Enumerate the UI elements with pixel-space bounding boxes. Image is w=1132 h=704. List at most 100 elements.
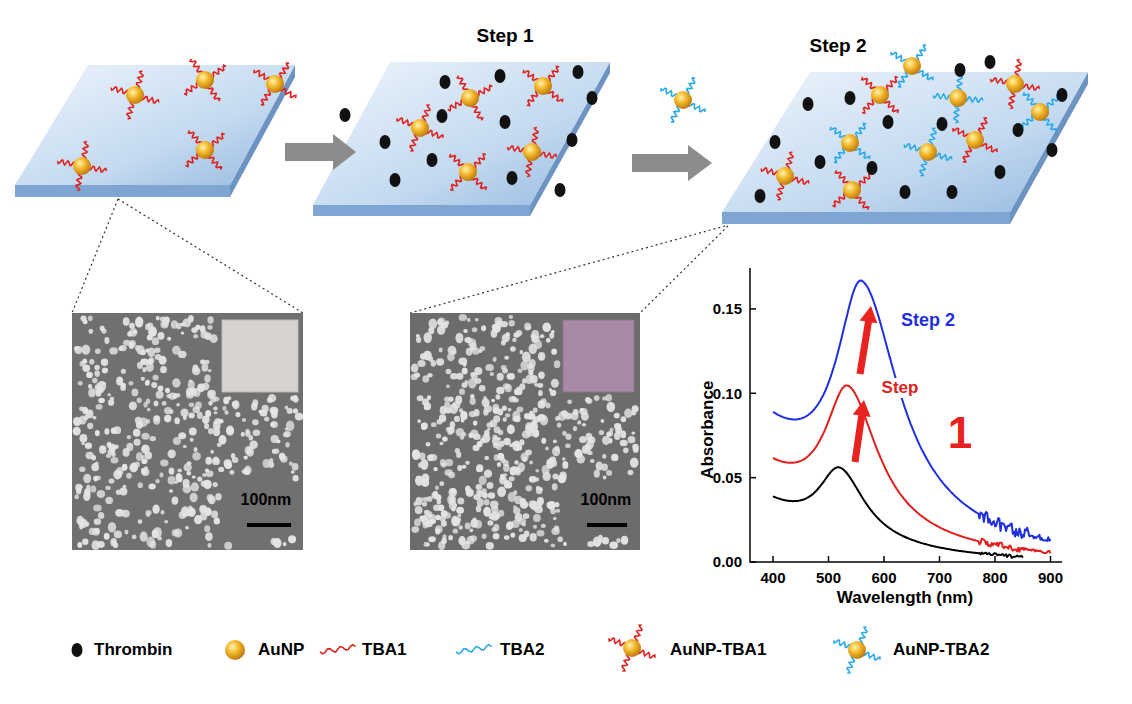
sem-particle (538, 414, 546, 421)
sem-particle (474, 378, 481, 384)
sem-particle (110, 538, 117, 546)
sem-particle (473, 445, 480, 451)
axis-tick (750, 393, 756, 395)
process-arrow (632, 145, 712, 181)
sem-particle (530, 375, 534, 378)
sem-particle (422, 399, 429, 406)
legend-label: AuNP-TBA1 (670, 640, 766, 660)
sem-particle (161, 510, 165, 515)
aptamer-strand (847, 656, 855, 673)
sem-particle (182, 319, 191, 328)
sem-particle (453, 401, 461, 409)
sem-particle (82, 344, 91, 354)
aptamer-strand (450, 176, 463, 190)
sem-particle (482, 534, 487, 539)
sem-particle (105, 497, 113, 504)
sem-particle (481, 325, 486, 331)
sem-particle (448, 346, 457, 355)
sem-particle (85, 522, 89, 527)
sem-particle (270, 407, 279, 414)
aptamer-strand (1022, 84, 1040, 90)
sem-particle (165, 388, 170, 394)
sem-particle (155, 479, 159, 483)
aptamer-strand (1043, 118, 1056, 132)
sem-particle (208, 428, 214, 434)
sem-particle (507, 425, 515, 435)
sem-particle (129, 381, 134, 385)
sem-particle (444, 397, 450, 402)
thrombin (437, 109, 448, 123)
sem-particle (137, 397, 142, 403)
sem-particle (470, 398, 476, 405)
aptamer-strand (320, 645, 356, 654)
sem-particle (295, 413, 303, 421)
sem-particle (439, 442, 443, 445)
photo-inset (563, 320, 634, 392)
sem-particle (156, 316, 160, 321)
zoom-line (640, 226, 728, 313)
thrombin (803, 97, 814, 111)
sem-particle (152, 337, 159, 345)
sem-particle (430, 514, 436, 520)
sem-particle (171, 320, 178, 329)
aptamer-strand (450, 154, 464, 167)
thrombin (567, 133, 578, 147)
legend-icons (72, 625, 881, 673)
sem-particle (168, 476, 176, 484)
sem-particle (123, 317, 130, 326)
sem-particle (526, 485, 533, 491)
sem-particle (414, 372, 420, 377)
thrombin (937, 117, 948, 131)
sem-particle (475, 318, 479, 322)
substrate-slabs (15, 62, 1088, 224)
sem-particle (280, 455, 287, 462)
slab-front (15, 185, 230, 197)
sem-particle (199, 505, 207, 514)
sem-particle (179, 511, 186, 519)
aptamer-strand (916, 45, 926, 60)
sem-particle (268, 394, 276, 402)
gold-nanoparticle (776, 167, 794, 185)
sem-particle (476, 489, 481, 495)
thrombin (867, 161, 878, 175)
sem-particle (141, 444, 150, 454)
sem-particle (119, 487, 127, 495)
tick-label: 0.00 (713, 553, 742, 570)
sem-particle (465, 461, 470, 465)
sem-particle (197, 384, 204, 392)
step-title: Step 1 (477, 25, 534, 47)
sem-particle (422, 501, 427, 506)
thrombin (1013, 123, 1024, 137)
sem-particle (557, 422, 561, 427)
thrombin (555, 183, 566, 197)
sem-particle (438, 505, 444, 512)
gold-nanoparticle (126, 86, 144, 104)
gold-nanoparticle (674, 91, 692, 109)
thrombin (500, 115, 511, 129)
sem-particle (111, 457, 119, 463)
gold-nanoparticle (196, 71, 214, 89)
sem-particle (538, 372, 545, 379)
sem-particle (551, 349, 557, 355)
aptamer-strand (472, 104, 483, 120)
thrombin (955, 63, 966, 77)
sem-particle (520, 350, 524, 354)
sem-particle (249, 435, 254, 441)
aptamer-strand (185, 153, 199, 166)
sem-particle (147, 335, 153, 341)
tick-label: 700 (927, 569, 952, 586)
sem-particle (129, 323, 135, 329)
sem-particle (192, 452, 201, 460)
aptamer-strand (261, 90, 271, 105)
sem-particle (148, 347, 156, 357)
aptamer-strand (863, 653, 880, 661)
sem-particle (440, 459, 446, 466)
zoom-lines (72, 199, 728, 313)
sem-particle (469, 535, 477, 542)
sem-particle (614, 423, 621, 429)
aptamer-strand (622, 654, 630, 671)
sem-particle (535, 469, 539, 472)
sem-particle (93, 476, 98, 482)
aptamer-strand (448, 100, 464, 111)
sem-particle (227, 396, 231, 400)
